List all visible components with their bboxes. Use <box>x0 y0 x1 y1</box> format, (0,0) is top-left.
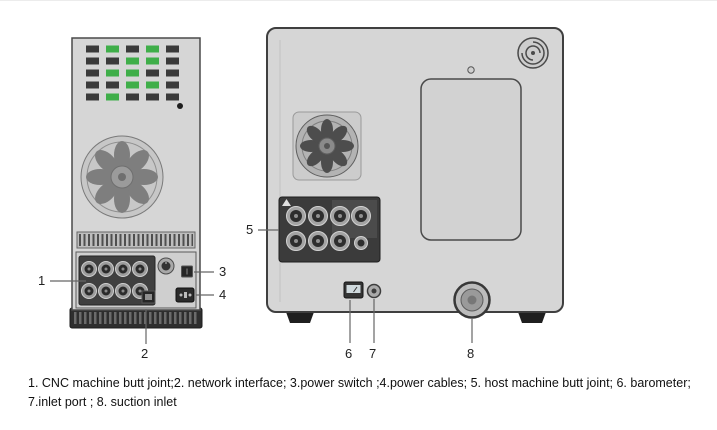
callout-1: 1 <box>38 273 46 288</box>
round-connector <box>157 257 175 275</box>
green-vent-indicators <box>106 45 159 101</box>
left-fan-grille <box>80 135 164 219</box>
rear-io-panel <box>75 251 197 309</box>
callout-4: 4 <box>219 287 227 302</box>
access-panel <box>420 66 522 241</box>
figure-caption: 1. CNC machine butt joint;2. network int… <box>28 376 691 409</box>
callout-5: 5 <box>246 222 254 237</box>
right-fan-grille <box>292 111 362 181</box>
host-butt-joint-connectors <box>278 196 381 263</box>
top-divider <box>0 0 717 1</box>
network-interface-port <box>141 290 156 304</box>
callout-7: 7 <box>369 346 377 361</box>
callout-6: 6 <box>345 346 353 361</box>
right-device-rear <box>266 27 564 323</box>
top-vent-grid <box>86 45 183 109</box>
fan-blades <box>300 119 354 173</box>
suction-inlet <box>453 281 491 319</box>
power-switch <box>181 265 193 278</box>
left-foot <box>286 312 314 323</box>
fan-blades <box>86 141 158 213</box>
left-device-rear <box>69 37 203 329</box>
callout-2: 2 <box>141 346 149 361</box>
right-foot <box>518 312 546 323</box>
callout-3: 3 <box>219 264 227 279</box>
inlet-port <box>366 283 382 299</box>
barometer <box>343 281 364 299</box>
small-hole <box>177 103 183 109</box>
vent-strip <box>76 231 196 249</box>
power-inlet <box>175 287 195 303</box>
cnc-butt-joint-connectors <box>78 255 156 306</box>
callout-8: 8 <box>467 346 475 361</box>
callout-lines <box>50 229 473 344</box>
orientation-triangle <box>282 199 291 206</box>
fan-icon <box>517 37 549 69</box>
